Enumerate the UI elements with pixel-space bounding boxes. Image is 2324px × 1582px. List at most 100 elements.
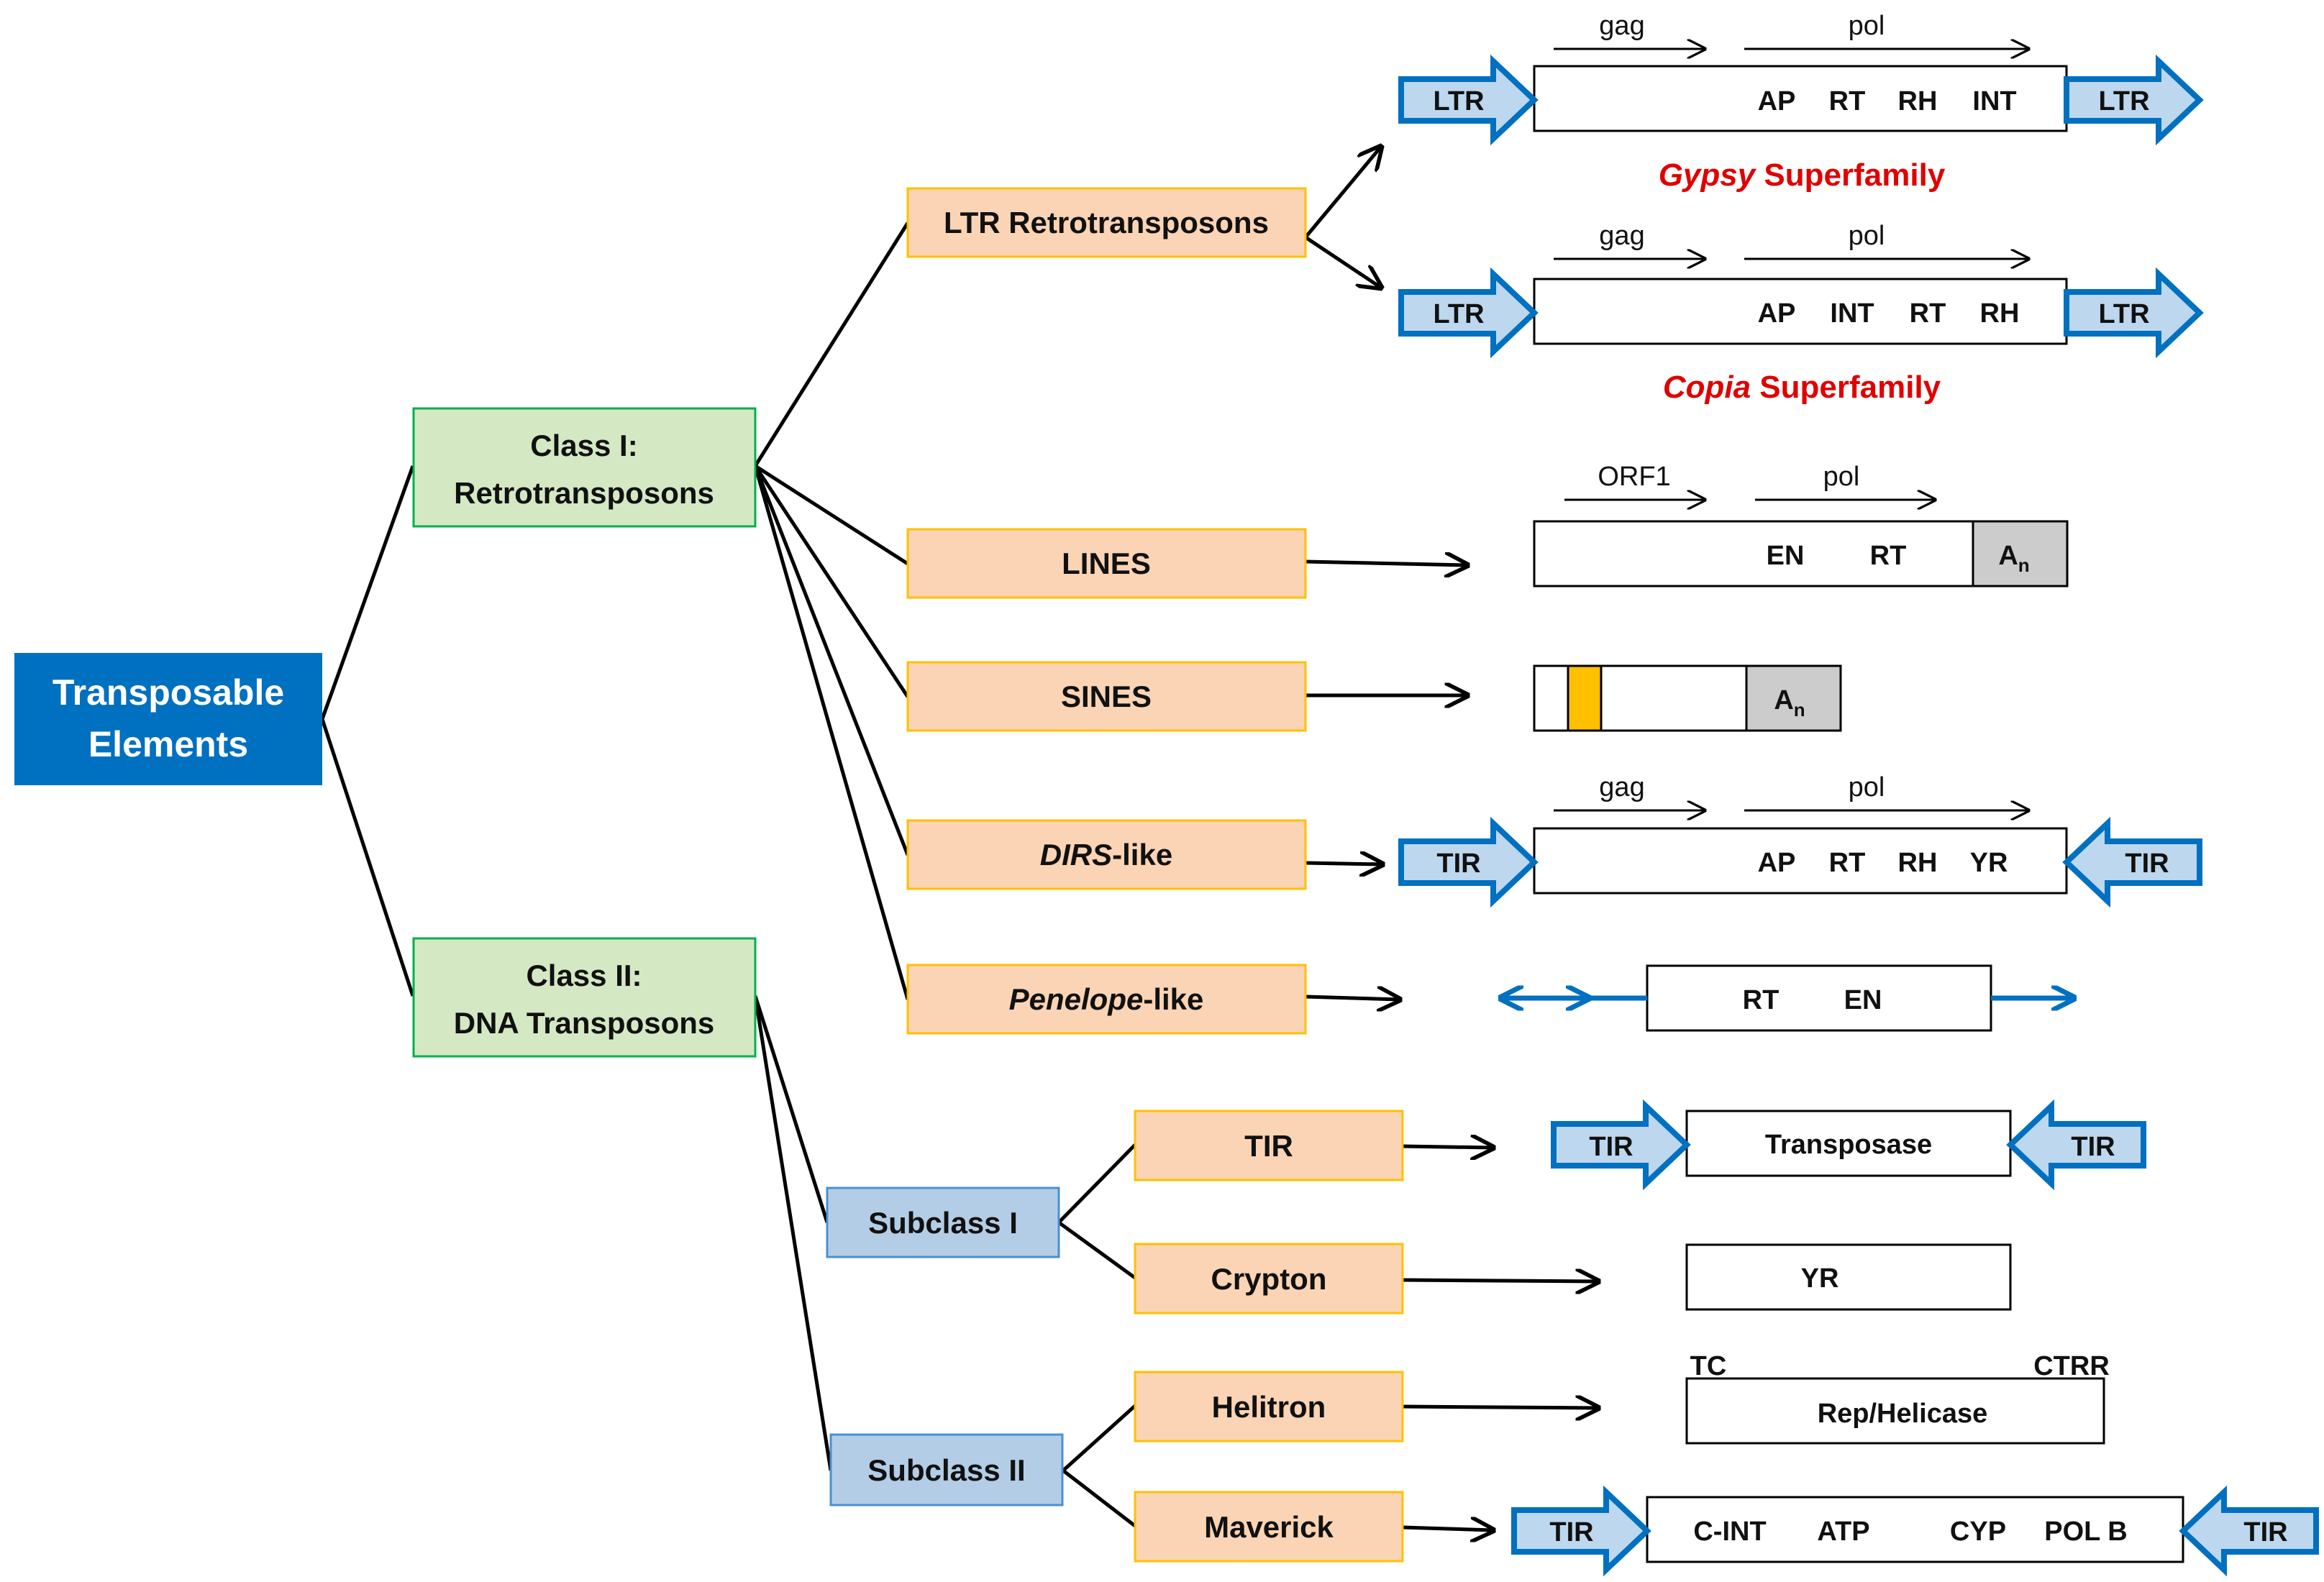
class2-label-line2: DNA Transposons (454, 1006, 715, 1040)
dirs-domain-yr: YR (1970, 848, 2008, 878)
connector-class1-penelope (753, 465, 910, 1000)
order-maverick-label: Maverick (1204, 1510, 1334, 1544)
connector-root-class1 (320, 465, 415, 720)
svg-text:Copia Superfamily: Copia Superfamily (1663, 370, 1941, 405)
helitron-ctrr-label: CTRR (2033, 1351, 2110, 1381)
order-ltr-label: LTR Retrotransposons (944, 206, 1269, 239)
lines-orf1-label: ORF1 (1598, 462, 1670, 492)
order-tir-node: TIR (1134, 1110, 1404, 1181)
arrow-lines-element (1305, 562, 1467, 565)
lines-polya-subscript: n (2018, 554, 2030, 576)
dirs-element: gag pol TIR TIR AP RT RH YR (1398, 772, 2202, 908)
dirs-pol-label: pol (1849, 772, 1885, 803)
maverick-right-tir-label: TIR (2243, 1517, 2287, 1547)
order-dirs-node: DIRS-like (906, 819, 1307, 890)
class1-label-line1: Class I: (530, 429, 637, 462)
lines-pol-label: pol (1823, 462, 1860, 492)
maverick-element: TIR TIR C-INT ATP CYP POL B (1511, 1485, 2319, 1577)
arrow-helitron-element (1402, 1407, 1598, 1408)
sines-gene-body (1533, 664, 1748, 732)
order-sines-node: SINES (906, 661, 1307, 732)
sines-polya-tail (1745, 664, 1842, 732)
penelope-domain-en: EN (1844, 985, 1882, 1015)
copia-domain-rt: RT (1910, 298, 1946, 329)
gypsy-domain-rh: RH (1898, 86, 1938, 116)
connector-sub2-maverick (1062, 1469, 1136, 1527)
gypsy-domain-int: INT (1972, 86, 2016, 116)
order-maverick-node: Maverick (1134, 1491, 1404, 1563)
dirs-domain-ap: AP (1758, 848, 1796, 878)
gypsy-element: gag pol LTR LTR AP RT RH INT Gypsy Super… (1398, 11, 2204, 193)
tir-element: TIR TIR Transposase (1551, 1099, 2146, 1191)
connector-sub2-helitron (1062, 1404, 1136, 1472)
helitron-gene-body (1685, 1377, 2105, 1445)
maverick-domain-c-int: C-INT (1693, 1517, 1766, 1547)
connector-class1-dirs (753, 465, 910, 856)
dirs-left-tir-arrow (1398, 816, 1539, 908)
subclass1-label: Subclass I (868, 1206, 1018, 1240)
connector-class1-ltr (753, 221, 910, 467)
copia-right-ltr-label: LTR (2098, 299, 2149, 329)
sines-polya-label: A (1774, 685, 1793, 715)
svg-text:An: An (1774, 685, 1805, 721)
order-sines-label: SINES (1061, 680, 1152, 713)
svg-text:An: An (1998, 541, 2029, 576)
copia-left-ltr-label: LTR (1433, 299, 1484, 329)
maverick-left-tir-label: TIR (1549, 1517, 1593, 1547)
connector-class1-lines (754, 464, 909, 566)
maverick-gene-body (1646, 1496, 2184, 1563)
connector-root-class2 (320, 718, 415, 997)
tree-connectors (320, 221, 1136, 1527)
tir-left-label: TIR (1589, 1132, 1633, 1162)
connector-sub1-crypton (1057, 1220, 1136, 1280)
crypton-domain-yr: YR (1801, 1263, 1839, 1294)
gypsy-left-ltr-arrow (1398, 54, 1539, 146)
arrow-ltr-gypsy (1304, 147, 1381, 239)
connector-class2-sub1 (753, 995, 829, 1223)
order-dirs-label-italic: DIRS (1040, 838, 1112, 872)
element-arrows (1304, 147, 1598, 1530)
penelope-domain-rt: RT (1743, 985, 1780, 1015)
lines-gene-body (1533, 520, 1974, 587)
dirs-right-tir-label: TIR (2125, 849, 2169, 879)
order-dirs-label-rest: -like (1112, 838, 1172, 872)
copia-domain-int: INT (1830, 298, 1874, 329)
subclass1-node: Subclass I (826, 1186, 1060, 1258)
dirs-left-tir-label: TIR (1436, 849, 1480, 879)
helitron-tc-label: TC (1690, 1351, 1727, 1381)
connector-class1-sines (753, 465, 910, 698)
copia-pol-label: pol (1849, 221, 1885, 251)
order-tir-label: TIR (1244, 1129, 1293, 1163)
maverick-left-tir-arrow (1511, 1485, 1651, 1577)
arrow-dirs-element (1305, 863, 1382, 864)
helitron-element: TC CTRR Rep/Helicase (1685, 1351, 2110, 1445)
maverick-right-tir-arrow (2179, 1485, 2319, 1577)
dirs-domain-rh: RH (1898, 848, 1938, 878)
lines-polya-tail (1972, 520, 2069, 587)
gypsy-domain-ap: AP (1758, 86, 1796, 116)
class2-node: Class II: DNA Transposons (412, 937, 757, 1058)
lines-domain-en: EN (1767, 541, 1805, 571)
root-node: Transposable Elements (14, 653, 322, 785)
sines-element: An (1533, 664, 1842, 732)
tir-left-arrow (1551, 1099, 1691, 1191)
lines-polya-label: A (1998, 541, 2018, 571)
dirs-right-tir-arrow (2062, 816, 2202, 908)
maverick-domain-pol-b: POL B (2044, 1517, 2127, 1547)
lines-domain-rt: RT (1870, 541, 1907, 571)
gypsy-domain-rt: RT (1829, 86, 1866, 116)
copia-right-ltr-arrow (2064, 267, 2204, 359)
tir-domain-transposase: Transposase (1765, 1130, 1932, 1160)
arrow-tir-element (1402, 1146, 1493, 1148)
copia-family-italic: Copia (1663, 370, 1751, 405)
penelope-gene-body (1646, 964, 1992, 1032)
subclass2-label: Subclass II (867, 1453, 1025, 1487)
order-penelope-label-italic: Penelope (1009, 982, 1144, 1016)
dirs-domain-rt: RT (1829, 848, 1866, 878)
subclass2-node: Subclass II (829, 1433, 1064, 1506)
copia-left-ltr-arrow (1398, 267, 1539, 359)
svg-text:Penelope-like: Penelope-like (1009, 982, 1204, 1016)
penelope-element: RT EN (1503, 964, 2072, 1032)
order-crypton-label: Crypton (1211, 1262, 1327, 1296)
copia-gene-body (1533, 278, 2068, 345)
